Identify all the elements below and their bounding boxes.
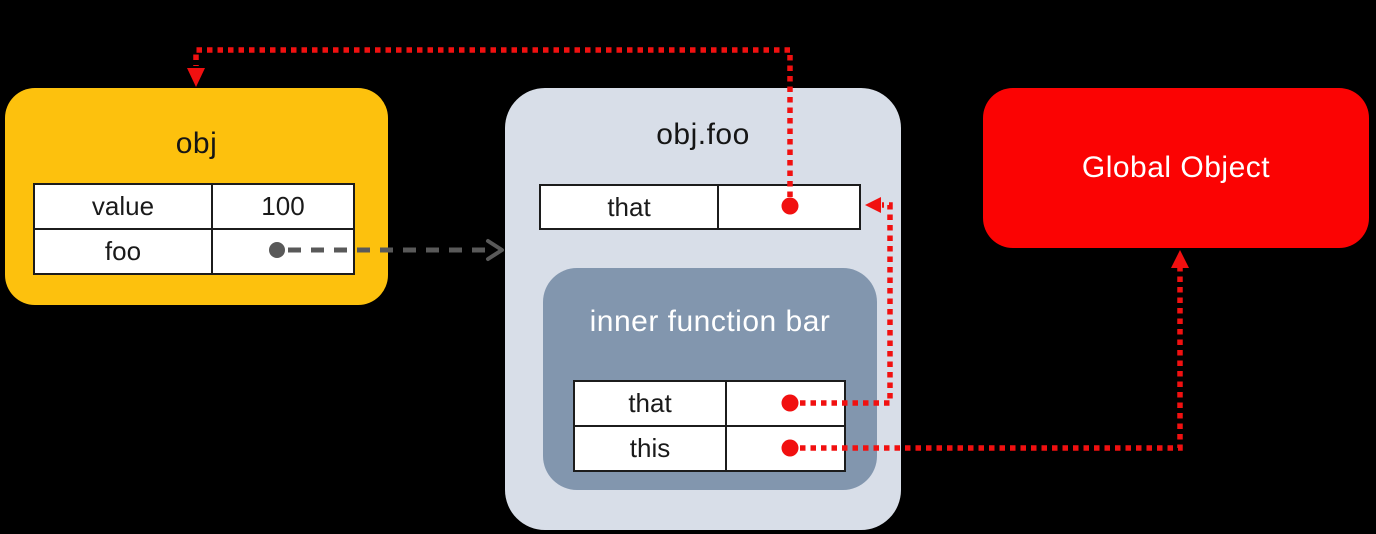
obj-box-title: obj <box>175 127 218 160</box>
obj-box: obj value 100 foo <box>5 88 388 305</box>
global-object-box: Global Object <box>983 88 1369 248</box>
inner-function-bar-table: that this <box>573 380 846 472</box>
objfoo-row-that-value <box>718 185 860 229</box>
obj-row-value-value: 100 <box>212 184 354 229</box>
inner-row-this-value <box>726 426 845 471</box>
obj-row-foo-key: foo <box>34 229 212 274</box>
that-to-obj-arrowhead-icon <box>187 68 205 87</box>
obj-row-foo-value <box>212 229 354 274</box>
foo-arrowhead-icon <box>486 239 504 261</box>
obj-table: value 100 foo <box>33 183 355 275</box>
objfoo-table: that <box>539 184 861 230</box>
objfoo-box-title: obj.foo <box>656 118 750 151</box>
inner-row-that-key: that <box>574 381 726 426</box>
objfoo-box: obj.foo that inner function bar that thi… <box>505 88 901 530</box>
inner-function-bar-box: inner function bar that this <box>543 268 877 490</box>
inner-row-this-key: this <box>574 426 726 471</box>
global-object-title: Global Object <box>1081 151 1271 184</box>
inner-this-arrowhead-icon <box>1171 250 1189 268</box>
inner-function-bar-title: inner function bar <box>589 305 831 338</box>
inner-row-that-value <box>726 381 845 426</box>
objfoo-row-that-key: that <box>540 185 718 229</box>
obj-row-value-key: value <box>34 184 212 229</box>
